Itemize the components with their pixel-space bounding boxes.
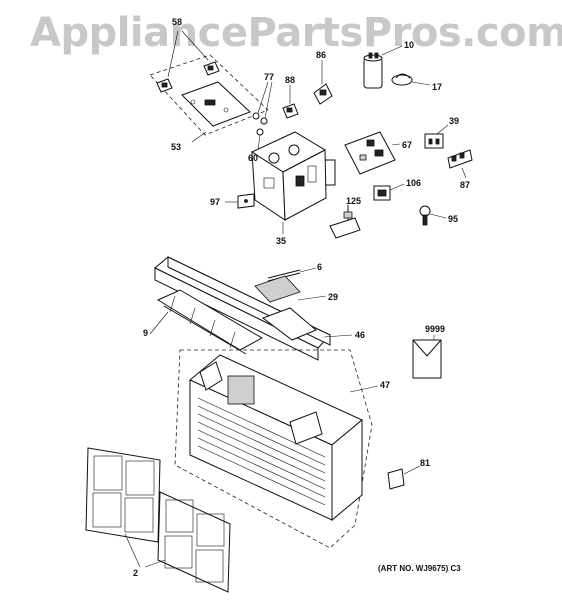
callout-9999: 9999	[425, 324, 446, 334]
part-39-relay	[424, 124, 449, 149]
part-97-plate	[225, 193, 255, 209]
part-47-front-cabinet	[174, 349, 379, 549]
part-106-transformer	[373, 183, 405, 201]
callout-35: 35	[276, 236, 287, 246]
callout-47: 47	[380, 380, 391, 390]
part-10-capacitor	[363, 45, 403, 89]
callout-10: 10	[404, 40, 415, 50]
part-86-bracket	[313, 60, 333, 105]
callout-6: 6	[317, 262, 323, 272]
callout-77: 77	[264, 72, 275, 82]
callout-29: 29	[328, 292, 339, 302]
part-9-louvers	[149, 289, 264, 355]
part-125-bracket	[329, 205, 361, 239]
callout-86: 86	[316, 50, 327, 60]
part-2-air-filters	[85, 447, 231, 593]
callout-106: 106	[406, 178, 422, 188]
part-95-knob	[419, 205, 447, 226]
part-46-front-frame	[154, 256, 353, 361]
callout-97: 97	[210, 197, 221, 207]
part-17-strap	[391, 73, 431, 86]
part-9999-literature	[412, 335, 442, 379]
part-53-control-board-group	[149, 54, 269, 136]
callout-2: 2	[133, 568, 139, 578]
callout-87: 87	[460, 180, 471, 190]
leader-53	[191, 131, 207, 143]
part-29-filter-panel	[254, 275, 327, 303]
part-87-terminal-block	[447, 149, 473, 179]
callout-58: 58	[172, 17, 183, 27]
callout-9: 9	[143, 328, 149, 338]
part-77-screws	[252, 81, 273, 151]
callout-39: 39	[449, 116, 460, 126]
art-number: (ART NO. WJ9675) C3	[378, 564, 461, 573]
watermark: AppliancePartsPros.com	[30, 10, 562, 56]
callout-95: 95	[448, 214, 459, 224]
part-88-clip	[282, 85, 299, 119]
callout-125: 125	[346, 196, 362, 206]
part-67-board	[344, 131, 401, 175]
callout-88: 88	[285, 75, 296, 85]
callout-81: 81	[420, 458, 431, 468]
callout-67: 67	[402, 140, 413, 150]
callout-53: 53	[171, 142, 182, 152]
callout-17: 17	[432, 82, 443, 92]
part-81-clip	[387, 465, 421, 490]
callout-46: 46	[355, 330, 366, 340]
part-35-control-box	[250, 131, 336, 234]
part-58-switches	[156, 30, 220, 93]
callout-60: 60	[248, 153, 259, 163]
